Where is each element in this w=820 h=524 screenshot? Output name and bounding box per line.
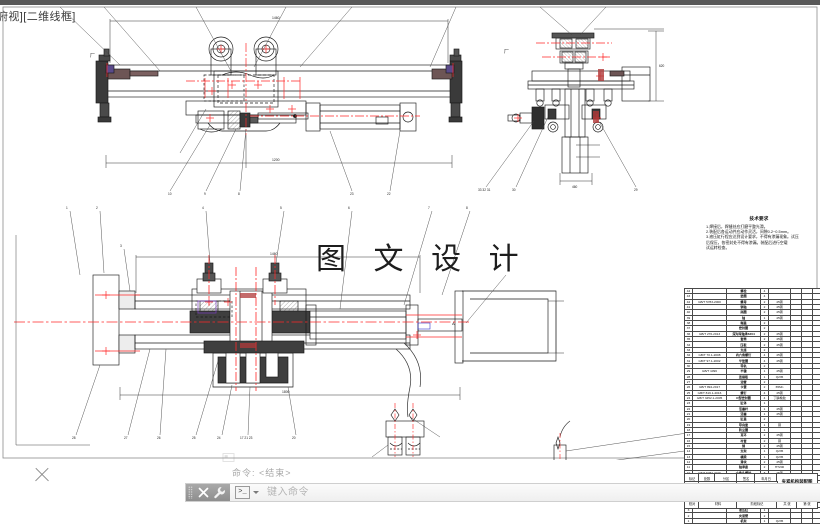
table-cell bbox=[693, 518, 727, 523]
svg-text:620: 620 bbox=[659, 64, 665, 68]
view-side-elevation: 460 620 厂 33 32 31 30 29 bbox=[478, 7, 665, 192]
drag-handle[interactable] bbox=[188, 486, 193, 499]
svg-text:1460: 1460 bbox=[272, 16, 280, 20]
model-space-icon bbox=[222, 452, 235, 463]
svg-text:厂: 厂 bbox=[504, 49, 509, 55]
svg-text:460: 460 bbox=[572, 185, 578, 189]
command-history: 命令: <结束> bbox=[232, 466, 292, 479]
svg-text:25: 25 bbox=[192, 436, 196, 440]
svg-text:29: 29 bbox=[634, 188, 638, 192]
command-prompt-selector[interactable]: >_ bbox=[230, 484, 263, 501]
table-cell bbox=[813, 518, 820, 523]
command-input[interactable] bbox=[263, 483, 820, 502]
svg-text:28: 28 bbox=[72, 436, 76, 440]
svg-text:23: 23 bbox=[350, 192, 354, 196]
svg-text:1200: 1200 bbox=[272, 158, 280, 162]
notes-line: 试运转检查。 bbox=[706, 245, 812, 250]
svg-text:1: 1 bbox=[66, 206, 68, 210]
notes-title: 技术要求 bbox=[706, 216, 812, 222]
svg-text:30: 30 bbox=[512, 188, 516, 192]
svg-text:4: 4 bbox=[202, 206, 204, 210]
table-cell: GB/T 3452.1-2005 bbox=[693, 395, 727, 400]
prompt-icon[interactable]: >_ bbox=[235, 486, 250, 499]
svg-text:22: 22 bbox=[387, 192, 391, 196]
svg-text:厂: 厂 bbox=[90, 53, 95, 59]
chevron-down-icon[interactable] bbox=[253, 491, 259, 494]
svg-text:3: 3 bbox=[120, 244, 122, 248]
svg-text:6: 6 bbox=[348, 206, 350, 210]
svg-text:8: 8 bbox=[238, 192, 240, 196]
command-line-bar[interactable]: >_ bbox=[185, 483, 820, 502]
svg-text:A: A bbox=[452, 321, 455, 326]
detail-view-a bbox=[372, 403, 424, 457]
svg-text:17 21 23: 17 21 23 bbox=[240, 436, 253, 440]
notes-line: 3.液压缸行程应达到设计要求，不得有渗漏现象。试压 bbox=[706, 234, 812, 239]
autocad-window: 俯视][二维线框] bbox=[0, 0, 820, 502]
svg-text:24: 24 bbox=[217, 436, 221, 440]
svg-text:8: 8 bbox=[466, 206, 468, 210]
close-icon[interactable] bbox=[195, 485, 211, 501]
crosshair-cursor bbox=[33, 466, 51, 484]
table-cell bbox=[791, 518, 802, 523]
svg-text:20: 20 bbox=[292, 436, 296, 440]
view-section-aa: 1800 1460 A bbox=[14, 206, 564, 440]
view-front-assembly: 1200 1460 bbox=[60, 7, 462, 196]
svg-text:2: 2 bbox=[96, 206, 98, 210]
technical-requirements-block: 技术要求 1.焊接后，焊缝处应打磨平整光滑。 2.装配后各运动件应动作灵活，间隙… bbox=[706, 216, 812, 250]
table-cell: Q235 bbox=[769, 518, 791, 523]
svg-text:27: 27 bbox=[124, 436, 128, 440]
svg-text:9: 9 bbox=[204, 192, 206, 196]
table-cell: 1 bbox=[685, 518, 693, 523]
svg-text:5: 5 bbox=[280, 206, 282, 210]
svg-text:10: 10 bbox=[168, 192, 172, 196]
svg-text:1460: 1460 bbox=[270, 252, 278, 256]
drawing-sheet[interactable]: 1200 1460 bbox=[0, 5, 820, 460]
svg-text:33 32 31: 33 32 31 bbox=[478, 188, 491, 192]
command-bar-handle-group[interactable] bbox=[186, 484, 230, 501]
svg-text:26: 26 bbox=[157, 436, 161, 440]
table-cell: 1 bbox=[761, 518, 769, 523]
svg-text:7: 7 bbox=[428, 206, 430, 210]
table-cell: 机架 bbox=[727, 518, 761, 523]
wrench-icon[interactable] bbox=[211, 485, 227, 501]
table-cell bbox=[802, 518, 813, 523]
